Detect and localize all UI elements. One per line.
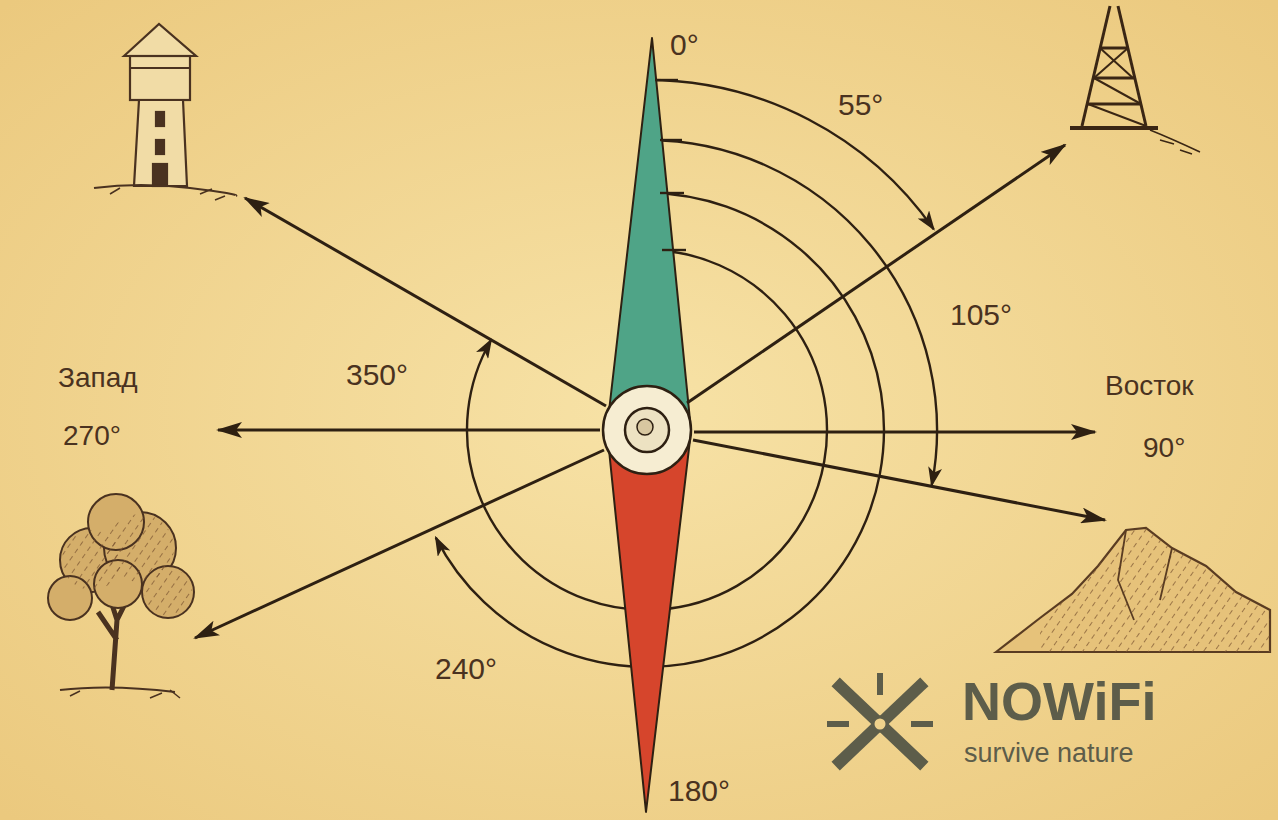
arrow-water-tower (245, 198, 606, 406)
needle-south (608, 440, 690, 812)
tree (48, 494, 194, 698)
arrow-derrick (687, 145, 1065, 403)
pivot-pin (637, 419, 653, 435)
pivot-ring (603, 386, 691, 474)
angle-label: 90° (1143, 432, 1185, 464)
watermark: survive nature (964, 738, 1134, 769)
arrow-east (694, 431, 1095, 434)
watermark-logo (830, 676, 930, 762)
angle-label: 240° (435, 652, 497, 687)
angle-label: 350° (346, 358, 408, 393)
bearing-arrows (195, 145, 1105, 638)
needle-north (608, 38, 690, 420)
arrow-mountain (693, 440, 1105, 520)
needle-ticks (655, 80, 686, 250)
direction-label: Восток (1105, 370, 1194, 402)
angle-arcs (436, 80, 937, 667)
angle-label: 270° (63, 420, 121, 452)
direction-label: Запад (58, 362, 138, 394)
water-tower (94, 24, 236, 200)
arrow-west (218, 429, 600, 432)
angle-label: 180° (668, 774, 730, 809)
angle-label: 0° (670, 28, 699, 63)
watermark: NOWiFi (962, 670, 1156, 732)
angle-label: 105° (950, 298, 1012, 333)
derrick (1070, 6, 1200, 154)
angle-label: 55° (838, 88, 883, 123)
pivot-inner (625, 408, 669, 452)
arrow-tree (195, 450, 604, 638)
arc-55 (647, 80, 934, 229)
mountain (996, 528, 1270, 652)
